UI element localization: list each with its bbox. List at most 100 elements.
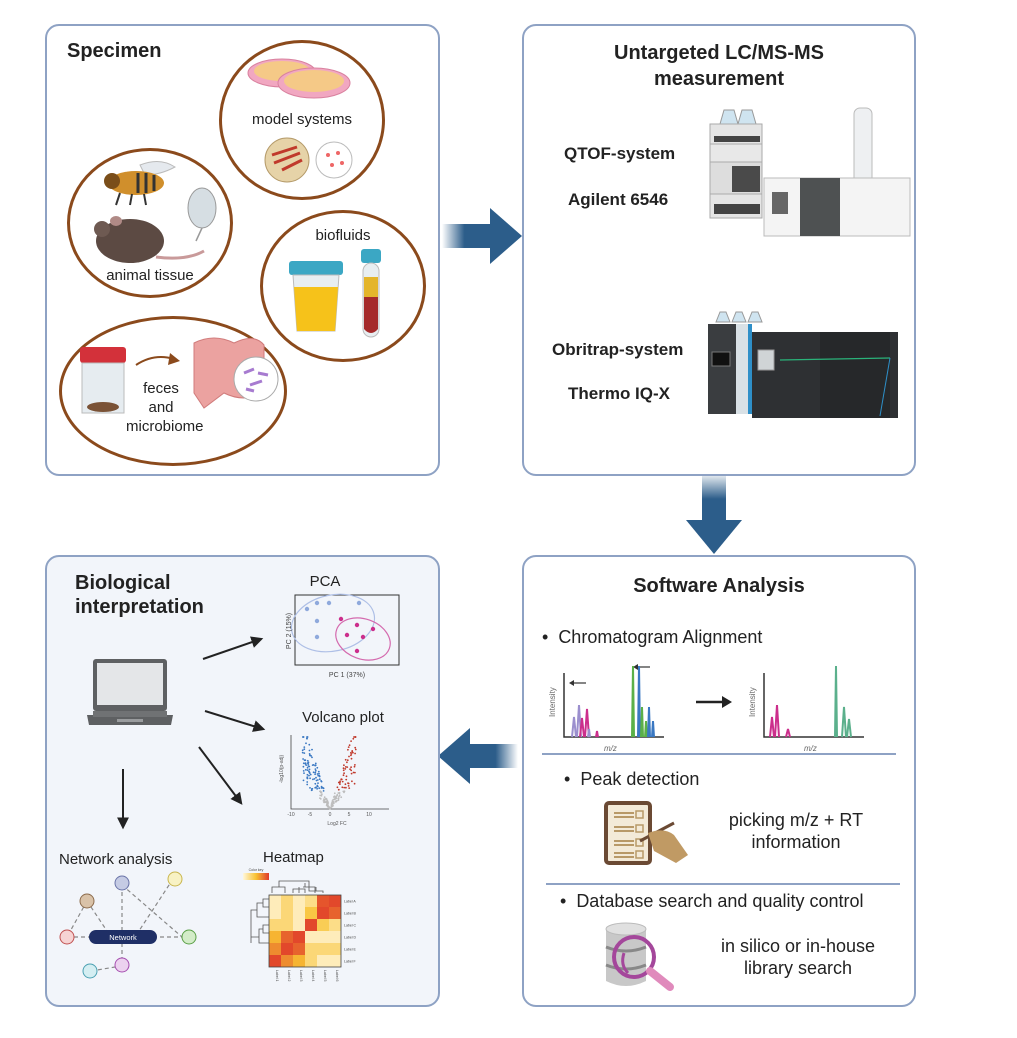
biological-interpretation-panel: Biological interpretation PCA PC 1 (37%)…: [45, 555, 440, 1007]
software-analysis-panel: Software Analysis • Chromatogram Alignme…: [522, 555, 916, 1007]
heatmap-cell: [329, 931, 341, 943]
biofluids-circle: biofluids: [260, 210, 426, 362]
volcano-point: [303, 748, 306, 751]
volcano-point: [302, 765, 305, 768]
volcano-point: [343, 772, 345, 775]
database-search-label: Database search and quality control: [576, 891, 864, 911]
animal-tissue-label: animal tissue: [106, 267, 194, 284]
volcano-point: [322, 790, 325, 792]
heatmap-col-label: Label 2: [287, 970, 291, 982]
volcano-point: [350, 766, 352, 769]
volcano-point: [354, 748, 357, 751]
heatmap-cell: [317, 919, 329, 931]
orbitrap-instrument-icon: [708, 311, 898, 418]
heatmap-row-label: Label D: [344, 936, 357, 940]
volcano-point: [317, 782, 319, 784]
section-divider-2: [546, 883, 900, 885]
volcano-point: [350, 740, 352, 742]
section-divider-1: [542, 753, 896, 755]
volcano-point: [342, 767, 345, 770]
chromatogram-alignment-label: Chromatogram Alignment: [558, 627, 763, 647]
volcano-point: [345, 778, 348, 781]
volcano-point: [332, 798, 335, 801]
heatmap-cell: [281, 895, 293, 907]
volcano-point: [303, 752, 306, 754]
volcano-point: [326, 803, 329, 806]
volcano-point: [347, 746, 350, 748]
volcano-point: [306, 781, 309, 783]
volcano-point: [336, 786, 339, 789]
volcano-point: [306, 773, 309, 776]
heatmap-col-label: Label 5: [323, 970, 327, 982]
network-edges: [66, 878, 185, 972]
arrow-to-heatmap: [198, 746, 243, 805]
network-diagram: Network: [59, 871, 197, 979]
pca-title: PCA: [309, 573, 341, 590]
volcano-point: [318, 775, 321, 778]
pca-point-group1: [314, 618, 320, 624]
volcano-point: [354, 736, 357, 738]
heatmap-color-key: [243, 873, 269, 880]
heatmap-cell: [293, 955, 305, 967]
pca-group2-ellipse: [335, 617, 391, 661]
volcano-point: [346, 761, 348, 764]
volcano-point: [333, 795, 336, 798]
volcano-point: [346, 759, 349, 762]
specimen-title: Specimen: [67, 40, 162, 62]
volcano-point: [332, 802, 335, 805]
volcano-point: [312, 764, 315, 766]
volcano-point: [344, 766, 347, 768]
chromatogram-before-ylabel: Intensity: [548, 687, 557, 717]
heatmap-cell: [329, 943, 341, 955]
heatmap-cell: [305, 943, 317, 955]
volcano-point: [350, 757, 353, 760]
volcano-xtick: -10: [287, 812, 294, 818]
volcano-point: [306, 762, 309, 764]
heatmap-cell: [305, 907, 317, 919]
volcano-point: [350, 769, 353, 772]
volcano-point: [316, 766, 319, 769]
heatmap-cell: [305, 895, 317, 907]
volcano-point: [343, 764, 345, 767]
chromatogram-after-peaks: [769, 665, 852, 738]
qtof-system-label: QTOF-system: [564, 144, 676, 163]
pca-chart: PC 1 (37%) PC 2 (15%): [286, 593, 400, 679]
volcano-point: [309, 777, 311, 780]
model-systems-label: model systems: [251, 111, 353, 128]
heatmap-cell: [281, 919, 293, 931]
heatmap-cell: [269, 943, 281, 955]
heatmap-cell: [293, 931, 305, 943]
volcano-point: [340, 796, 343, 799]
volcano-point: [338, 791, 341, 794]
volcano-xlabel: Log2 FC: [327, 821, 347, 827]
chromatogram-before-peaks: [571, 665, 655, 738]
flow-arrow-right: [442, 208, 522, 264]
volcano-point: [315, 776, 317, 779]
volcano-point: [320, 787, 323, 789]
heatmap-cell: [317, 895, 329, 907]
heatmap-cell: [281, 955, 293, 967]
volcano-point: [350, 753, 353, 755]
volcano-point: [308, 774, 310, 777]
heatmap-color-key-label: Color key: [249, 868, 264, 872]
specimen-panel: Specimen model systems: [45, 24, 440, 476]
network-analysis-title: Network analysis: [59, 851, 173, 868]
network-center-label: Network: [109, 933, 137, 942]
measurement-title-line2: measurement: [653, 68, 785, 90]
heatmap-cell: [329, 955, 341, 967]
heatmap-cell: [293, 919, 305, 931]
thermo-model-label: Thermo IQ-X: [568, 384, 671, 403]
volcano-point: [314, 773, 316, 776]
pca-point-group1: [304, 606, 310, 612]
volcano-point: [314, 769, 317, 772]
volcano-point: [315, 779, 318, 782]
volcano-point: [330, 803, 333, 805]
volcano-point: [352, 751, 354, 754]
volcano-point: [306, 777, 309, 779]
volcano-point: [344, 768, 347, 770]
agilent-model-label: Agilent 6546: [568, 190, 669, 209]
pca-group1-ellipse: [290, 593, 376, 653]
arrow-to-pca: [202, 636, 264, 660]
bee-icon: [104, 161, 176, 206]
